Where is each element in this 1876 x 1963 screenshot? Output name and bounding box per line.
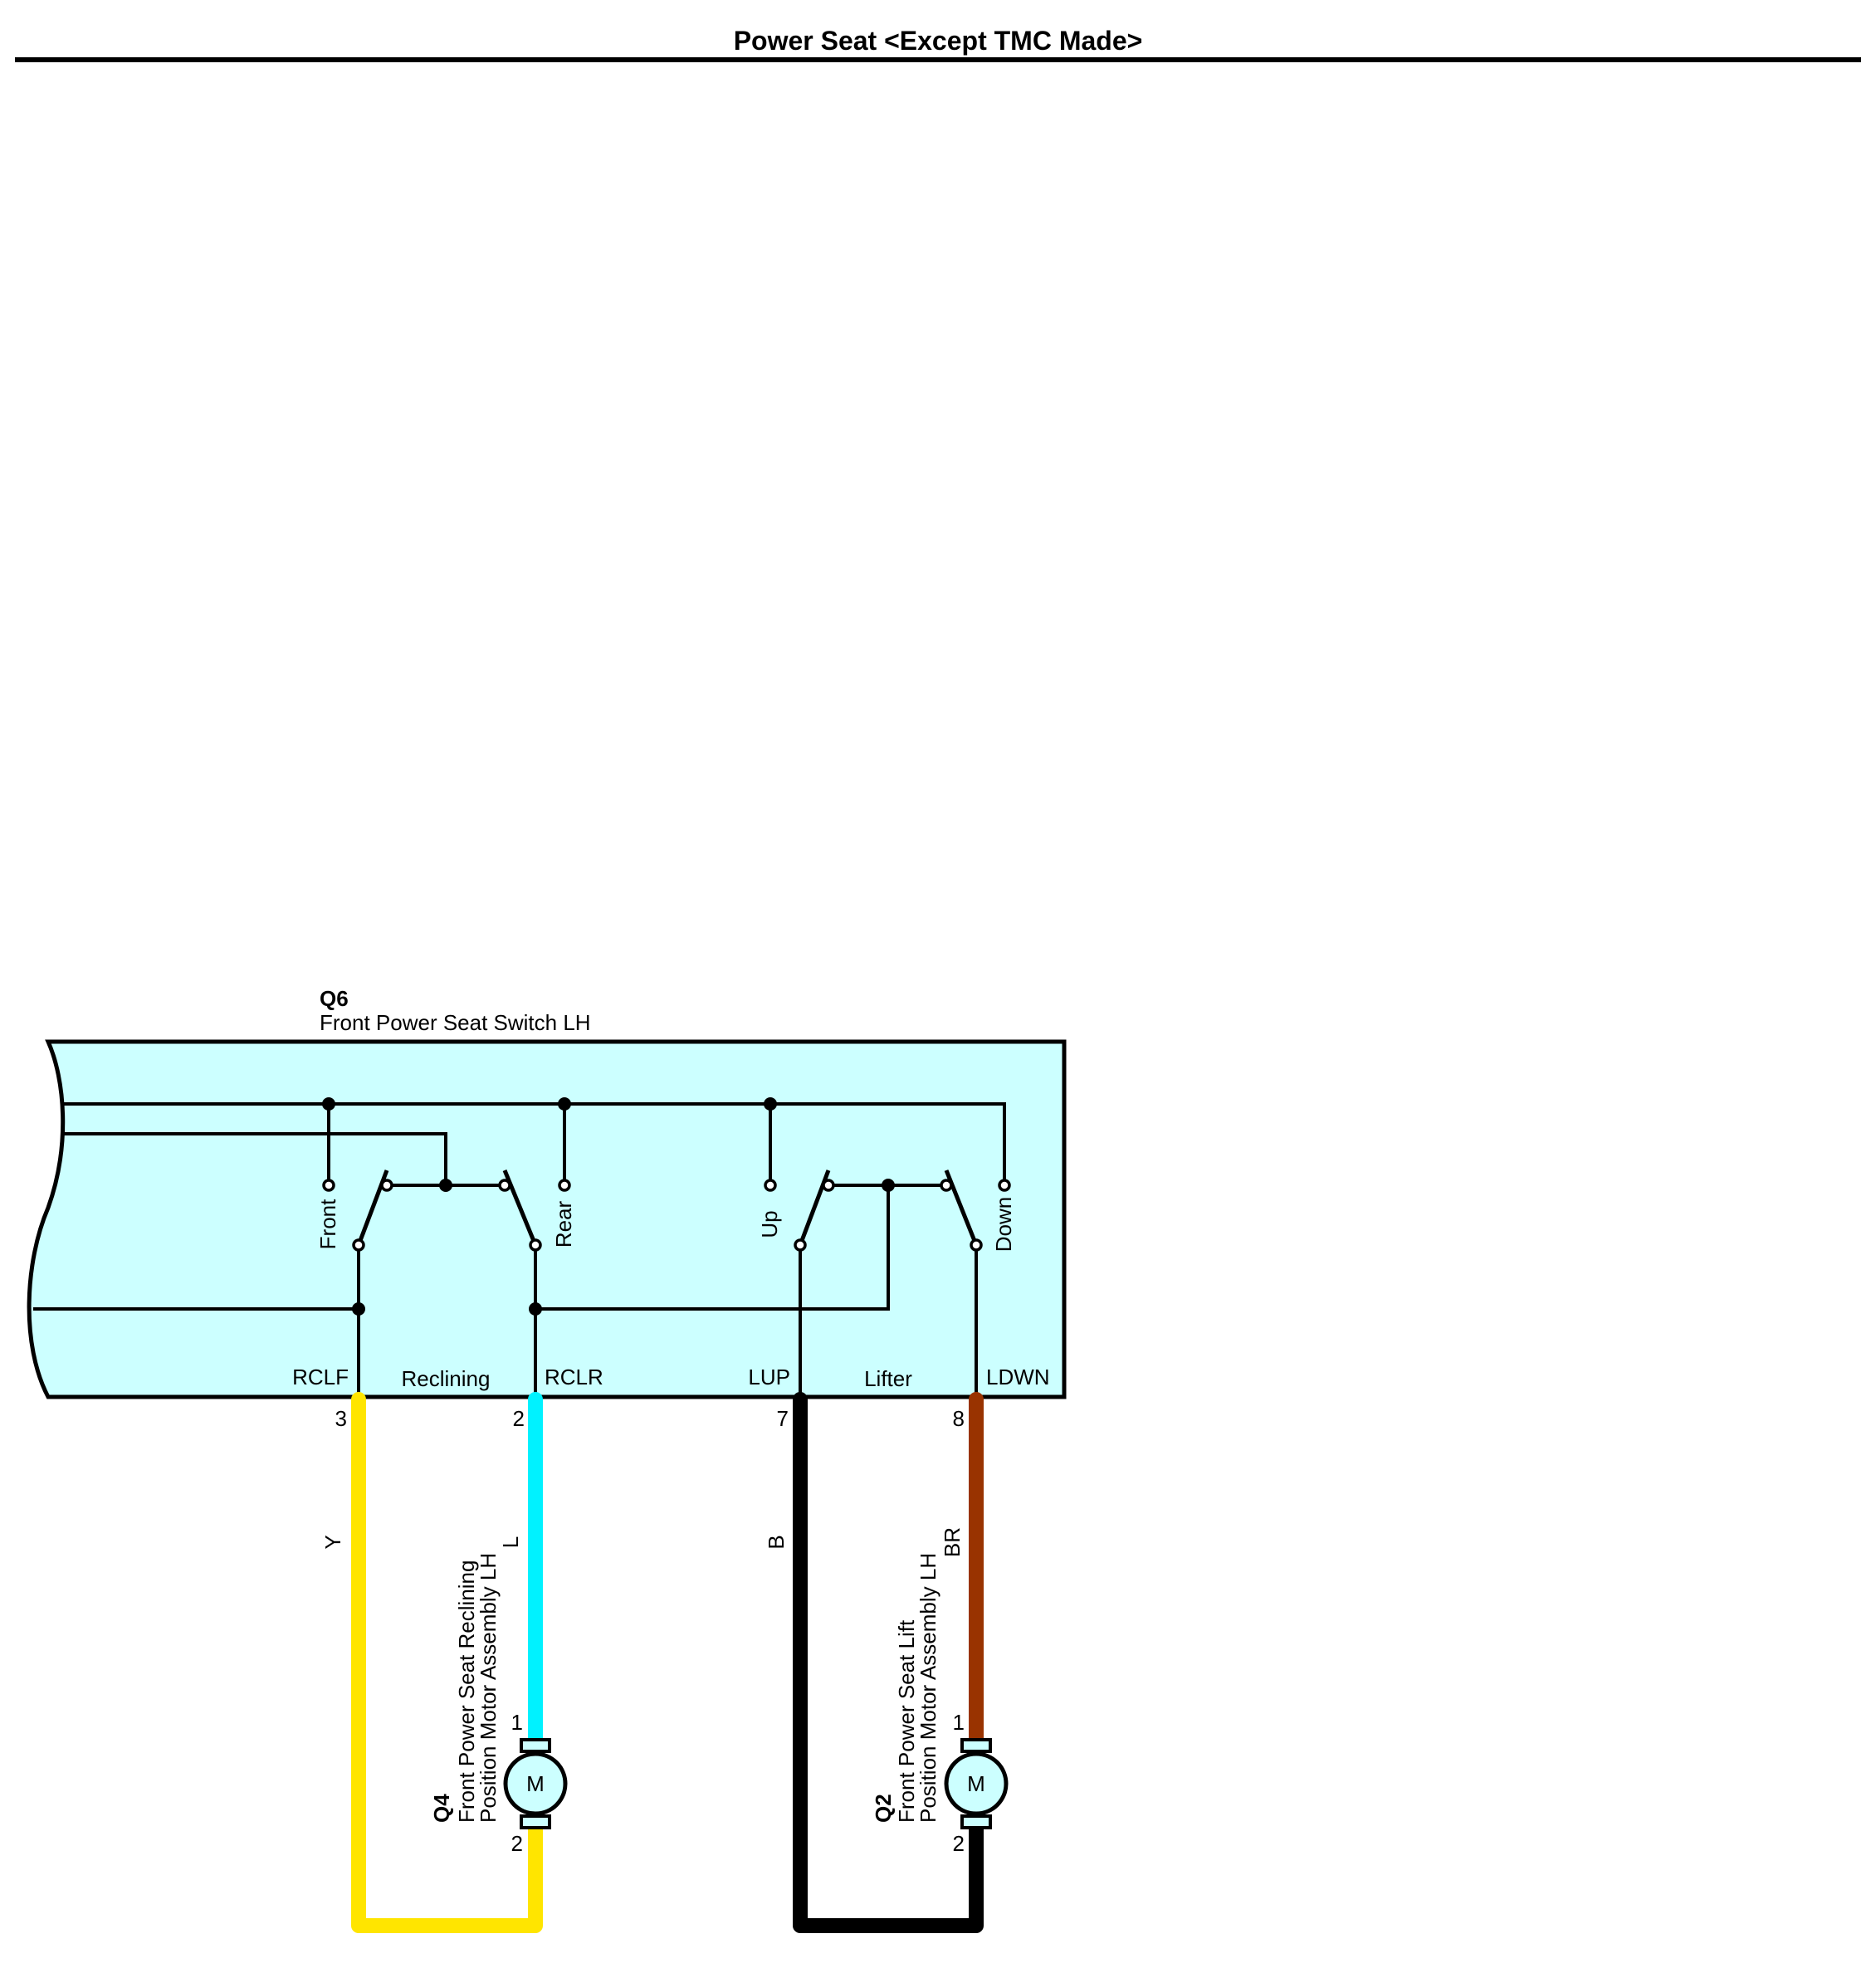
motor-symbol: M: [967, 1771, 985, 1796]
reclining-motor-name-2: Position Motor Assembly LH: [476, 1553, 501, 1823]
contact-up: [764, 1179, 777, 1192]
group-reclining: Reclining: [402, 1366, 491, 1391]
ground-bus: [62, 1132, 447, 1185]
contact-pivot: [352, 1238, 365, 1252]
switch-name: Front Power Seat Switch LH: [320, 1010, 591, 1035]
pin-rclr: 2: [513, 1406, 525, 1431]
contact-pivot: [970, 1238, 983, 1252]
lift-motor-pin-bottom: 2: [953, 1831, 965, 1856]
terminal-rclr: RCLR: [545, 1365, 603, 1389]
reclining-motor-code: Q4: [429, 1794, 454, 1823]
lift-motor-name-1: Front Power Seat Lift: [894, 1619, 919, 1823]
motor-symbol: M: [526, 1771, 545, 1796]
junction-dots: [322, 1097, 895, 1316]
motor-terminal-top: [520, 1738, 551, 1753]
supply-bus: [62, 1102, 1006, 1185]
junction-dot: [529, 1302, 542, 1316]
wire-color-lup: B: [764, 1535, 789, 1549]
motor-terminal-bottom: [520, 1814, 551, 1829]
label-front: Front: [315, 1199, 340, 1249]
reclining-motor: M: [503, 1738, 568, 1829]
contact-pivot: [794, 1238, 807, 1252]
contact: [940, 1179, 953, 1192]
reclining-motor-pin-top: 1: [511, 1710, 523, 1735]
junction-dot: [882, 1179, 895, 1192]
contact-down: [998, 1179, 1011, 1192]
motor-icon: [503, 1751, 568, 1816]
wire-color-rclr: L: [498, 1536, 523, 1548]
junction-dot: [558, 1097, 571, 1111]
lift-motor-code: Q2: [871, 1794, 896, 1823]
internal-wiring: [33, 1102, 1006, 1397]
contact: [822, 1179, 835, 1192]
label-rear: Rear: [551, 1200, 576, 1248]
junction-dot: [764, 1097, 777, 1111]
contact-front: [322, 1179, 335, 1192]
label-down: Down: [991, 1197, 1016, 1252]
terminal-rclf: RCLF: [292, 1365, 349, 1389]
wire-color-rclf: Y: [320, 1535, 345, 1549]
junction-dot: [352, 1302, 365, 1316]
external-wires: [351, 1392, 984, 1933]
contact-rear: [558, 1179, 571, 1192]
contact: [498, 1179, 511, 1192]
lift-motor: M: [944, 1738, 1009, 1829]
pin-rclf: 3: [335, 1406, 347, 1431]
lift-motor-name-2: Position Motor Assembly LH: [916, 1553, 940, 1823]
wire-color-ldwn: BR: [940, 1527, 965, 1557]
contact: [380, 1179, 393, 1192]
wire-yellow: [351, 1392, 543, 1933]
group-lifter: Lifter: [864, 1366, 912, 1391]
lifter-ground-link: [535, 1185, 890, 1311]
switch-code: Q6: [320, 986, 349, 1011]
lift-motor-pin-top: 1: [953, 1710, 965, 1735]
junction-dot: [439, 1179, 452, 1192]
contact-pivot: [529, 1238, 542, 1252]
reclining-motor-pin-bottom: 2: [511, 1831, 523, 1856]
page-title: Power Seat <Except TMC Made>: [734, 26, 1143, 56]
label-up: Up: [757, 1210, 782, 1238]
contacts: [322, 1179, 1011, 1252]
terminal-ldwn: LDWN: [986, 1365, 1050, 1389]
motor-terminal-top: [960, 1738, 992, 1753]
motor-terminal-bottom: [960, 1814, 992, 1829]
pin-lup: 7: [777, 1406, 789, 1431]
motor-icon: [944, 1751, 1009, 1816]
switch-box: [27, 1039, 1067, 1399]
junction-dot: [322, 1097, 335, 1111]
reclining-motor-name-1: Front Power Seat Reclining: [454, 1560, 479, 1823]
wire-black: [793, 1392, 984, 1933]
terminal-lup: LUP: [748, 1365, 790, 1389]
pin-ldwn: 8: [953, 1406, 965, 1431]
